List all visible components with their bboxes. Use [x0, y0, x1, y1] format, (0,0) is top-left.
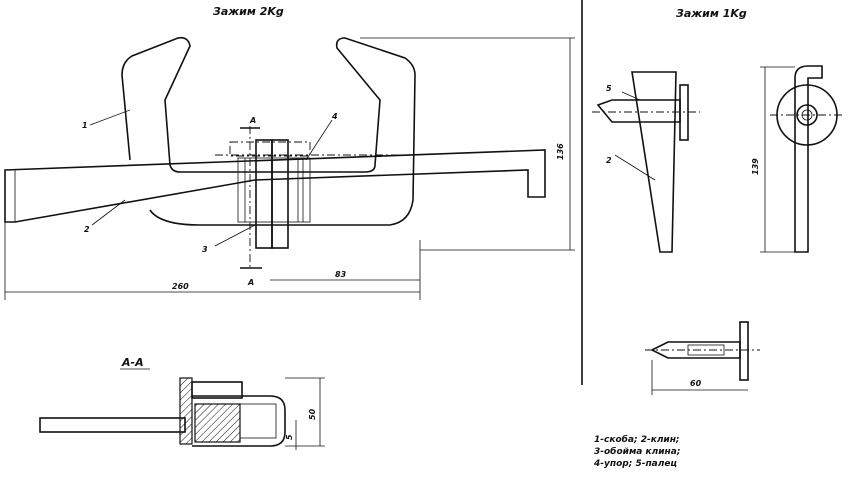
clamp-1kg-front	[592, 71, 700, 253]
dim-width-83: 83	[335, 270, 347, 279]
bracket-part-1	[121, 36, 416, 226]
wedge-part-2	[4, 149, 546, 223]
section-mark-a-top: A	[249, 116, 256, 125]
legend-line-2: 3-обойма клина;	[594, 446, 680, 457]
part-label-1: 1	[82, 121, 88, 130]
dim-length-260: 260	[172, 282, 189, 291]
legend-line-1: 1-скоба; 2-клин;	[594, 434, 680, 445]
section-view	[39, 377, 286, 447]
dim-pin-60: 60	[690, 379, 702, 388]
part-label-2-1kg: 2	[606, 156, 612, 165]
legend-line-3: 4-упор; 5-палец	[593, 459, 677, 469]
title-clamp-1kg: Зажим 1Kg	[676, 7, 747, 20]
title-clamp-2kg: Зажим 2Kg	[213, 5, 284, 18]
part-label-2: 2	[84, 225, 90, 234]
part-label-4: 4	[331, 112, 338, 121]
dim-height-2kg: 136	[556, 143, 565, 160]
dim-section-5: 5	[285, 434, 294, 440]
part-label-5: 5	[606, 84, 612, 93]
pin-view	[645, 321, 760, 381]
dim-height-1kg: 139	[751, 158, 760, 175]
section-mark-a-bottom: A	[247, 278, 254, 287]
clamp-1kg-side	[770, 65, 845, 253]
part-label-3: 3	[202, 245, 208, 254]
dim-section-50: 50	[308, 408, 317, 420]
wedge-holder-part-3	[229, 139, 311, 249]
title-section-a-a: A-A	[121, 356, 144, 369]
